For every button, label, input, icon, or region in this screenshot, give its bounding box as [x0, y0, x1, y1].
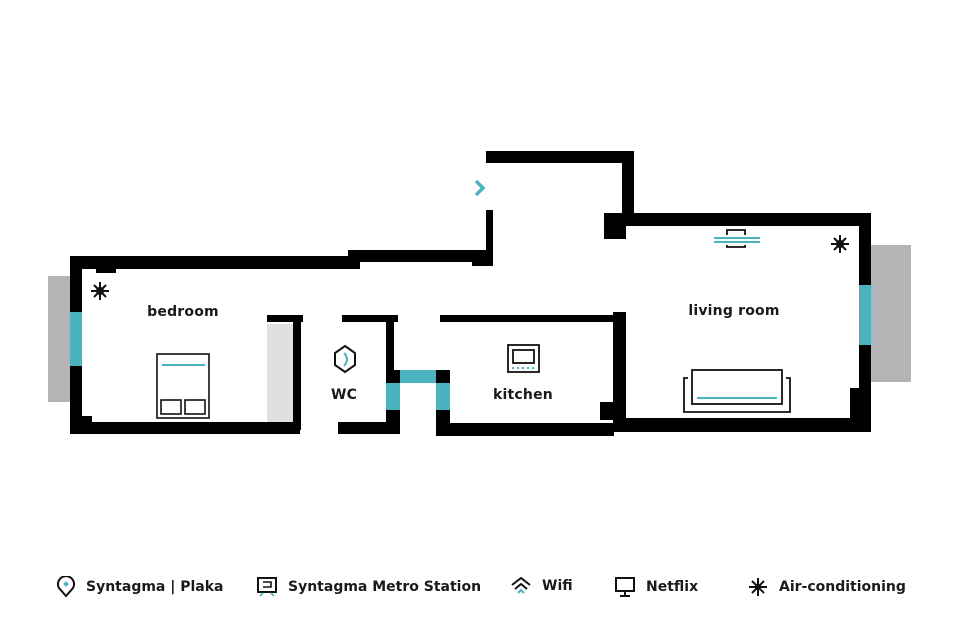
room-label-kitchen: kitchen	[493, 387, 553, 403]
legend-label: Syntagma | Plaka	[86, 579, 224, 595]
closet	[267, 324, 293, 422]
snowflake-ac-icon	[749, 578, 767, 596]
legend-item-wifi: Wifi	[510, 576, 573, 596]
amenities-legend: Syntagma | Plaka Syntagma Metro Station …	[0, 576, 960, 600]
room-label-living-room: living room	[688, 303, 780, 319]
tv-monitor-icon	[615, 577, 635, 597]
entrance-arrow-icon	[474, 179, 486, 197]
balcony-right	[870, 245, 911, 382]
legend-label: Netflix	[646, 579, 699, 595]
legend-label: Syntagma Metro Station	[288, 579, 482, 595]
sofa-icon	[683, 369, 791, 413]
legend-label: Wifi	[542, 578, 573, 594]
legend-item-location: Syntagma | Plaka	[56, 576, 224, 598]
legend-label: Air-conditioning	[779, 579, 906, 595]
room-label-wc: WC	[330, 387, 358, 403]
legend-item-netflix: Netflix	[614, 576, 698, 598]
bed-icon	[156, 353, 210, 419]
tv-icon	[714, 229, 760, 248]
location-pin-icon	[57, 576, 75, 598]
stove-icon	[507, 344, 540, 373]
windows	[70, 285, 871, 410]
walls	[70, 151, 871, 436]
wifi-icon	[511, 576, 531, 594]
toilet-icon	[334, 344, 356, 374]
ac-icon-bedroom	[91, 282, 109, 300]
legend-item-ac: Air-conditioning	[747, 576, 906, 598]
balcony-left	[48, 276, 74, 402]
legend-item-metro: Syntagma Metro Station	[256, 576, 481, 598]
room-label-bedroom: bedroom	[147, 304, 219, 320]
ac-icon-living-room	[831, 235, 849, 253]
metro-train-icon	[257, 577, 277, 597]
